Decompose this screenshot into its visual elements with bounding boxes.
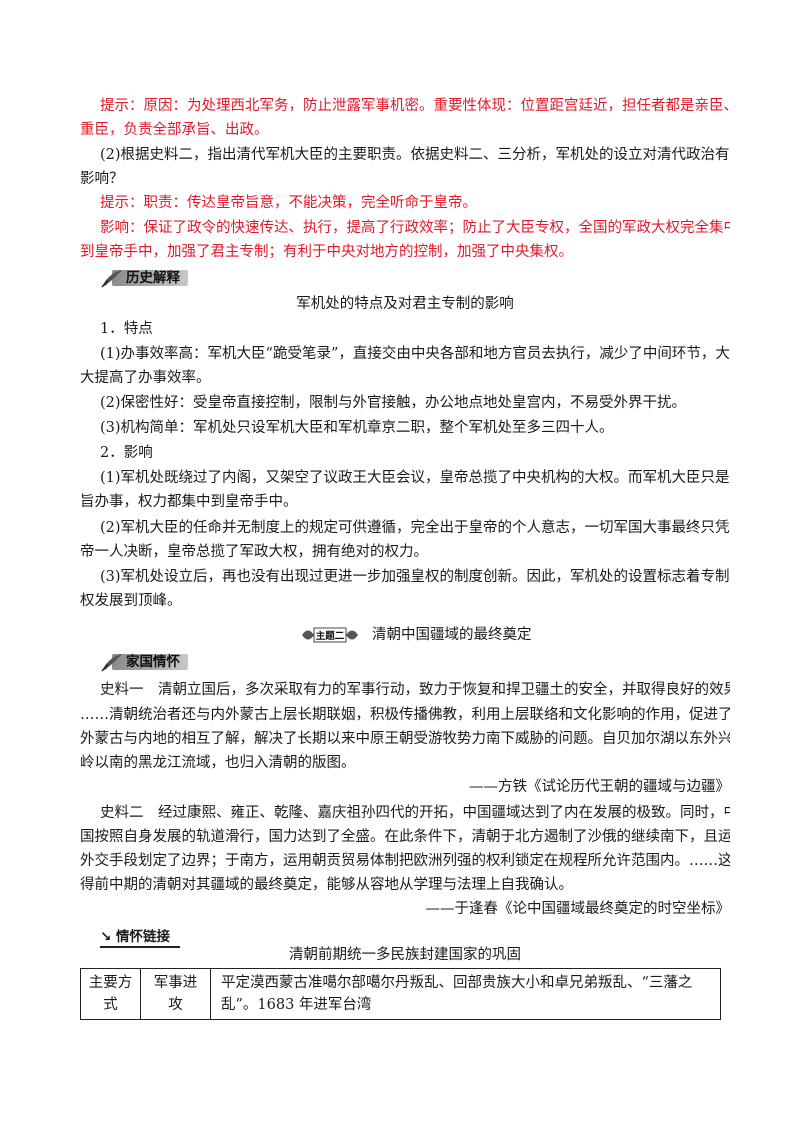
homeland-badge: 家国情怀 xyxy=(100,652,188,672)
history-para5-line1: (2)军机大臣的任命并无制度上的规定可供遵循，完全出于皇帝的个人意志，一切军国大… xyxy=(100,520,730,536)
source1-line3: 外蒙古与内地的相互了解，解决了长期以来中原王朝受游牧势力南下威胁的问题。自贝加尔… xyxy=(80,731,730,747)
table-cell-military: 军事进 攻 xyxy=(140,968,211,1020)
quill-icon xyxy=(101,270,122,288)
history-heading-1: 1．特点 xyxy=(100,321,153,337)
topic-two-icon: 主题二 xyxy=(302,627,358,643)
history-para6-line1: (3)军机处设立后，再也没有出现过更进一步加强皇权的制度创新。因此，军机处的设置… xyxy=(100,569,730,585)
topic-two-title: 清朝中国疆域的最终奠定 xyxy=(372,627,532,643)
table-cell-details: 平定漠西蒙古准噶尔部噶尔丹叛乱、回部贵族大小和卓兄弟叛乱、“三藩之 乱”。168… xyxy=(210,968,721,1020)
history-section-title: 军机处的特点及对君主专制的影响 xyxy=(296,296,514,312)
table-cell-method: 主要方 式 xyxy=(80,968,141,1020)
history-para2: (2)保密性好：受皇帝直接控制，限制与外官接触，办公地点地处皇宫内，不易受外界干… xyxy=(100,395,687,411)
cell-text: 平定漠西蒙古准噶尔部噶尔丹叛乱、回部贵族大小和卓兄弟叛乱、“三藩之 xyxy=(221,975,693,991)
cell-text: 乱”。1683 年进军台湾 xyxy=(221,997,372,1013)
homeland-badge-label: 家国情怀 xyxy=(126,654,180,670)
table-title: 清朝前期统一多民族封建国家的巩固 xyxy=(289,947,521,963)
badge-background xyxy=(112,270,188,286)
feeling-link-header: ↘ 情怀链接 xyxy=(100,925,180,948)
hint2-line3: 到皇帝手中，加强了君主专制；有利于中央对地方的控制，加强了中央集权。 xyxy=(80,244,573,260)
arrow-icon: ↘ xyxy=(100,929,112,945)
history-para6-line2: 权发展到顶峰。 xyxy=(80,593,182,609)
history-para1-line1: (1)办事效率高：军机大臣“跪受笔录”，直接交由中央各部和地方官员去执行，减少了… xyxy=(100,346,730,362)
question2-line1: (2)根据史料二，指出清代军机大臣的主要职责。依据史料二、三分析，军机处的设立对… xyxy=(100,147,730,163)
history-para5-line2: 帝一人决断，皇帝总揽了军政大权，拥有绝对的权力。 xyxy=(80,544,428,560)
history-badge-label: 历史解释 xyxy=(126,270,180,286)
source1-citation: ——方铁《试论历代王朝的疆域与边疆》 xyxy=(469,779,730,795)
table-row: 主要方 式 军事进 攻 平定漠西蒙古准噶尔部噶尔丹叛乱、回部贵族大小和卓兄弟叛乱… xyxy=(80,968,721,1020)
badge-background xyxy=(112,654,188,670)
history-para4-line2: 旨办事，权力都集中到皇帝手中。 xyxy=(80,494,298,510)
cell-text: 式 xyxy=(103,997,118,1013)
source2-citation: ——于逢春《论中国疆域最终奠定的时空坐标》 xyxy=(425,901,731,917)
history-para4-line1: (1)军机处既绕过了内阁，又架空了议政王大臣会议，皇帝总揽了中央机构的大权。而军… xyxy=(100,470,730,486)
source2-line1: 史料二 经过康熙、雍正、乾隆、嘉庆祖孙四代的开拓，中国疆域达到了内在发展的极致。… xyxy=(100,805,730,821)
history-heading-2: 2．影响 xyxy=(100,445,153,461)
quill-icon xyxy=(101,654,122,672)
source1-line1: 史料一 清朝立国后，多次采取有力的军事行动，致力于恢复和捍卫疆土的安全，并取得良… xyxy=(100,682,730,698)
hint1-line1: 提示：原因：为处理西北军务，防止泄露军事机密。重要性体现：位置距宫廷近，担任者都… xyxy=(100,98,730,114)
source1-line2: ……清朝统治者还与内外蒙古上层长期联姻，积极传播佛教，利用上层联络和文化影响的作… xyxy=(80,707,730,723)
hint2-line1: 提示：职责：传达皇帝旨意，不能决策，完全听命于皇帝。 xyxy=(100,195,477,211)
source2-line3: 外交手段划定了边界；于南方，运用朝贡贸易体制把欧洲列强的权利锁定在规程所允许范围… xyxy=(80,853,730,869)
hint2-line2: 影响：保证了政令的快速传达、执行，提高了行政效率；防止了大臣专权，全国的军政大权… xyxy=(100,220,730,236)
feeling-link-label: 情怀链接 xyxy=(116,929,171,945)
source2-line4: 得前中期的清朝对其疆域的最终奠定，能够从容地从学理与法理上自我确认。 xyxy=(80,877,573,893)
consolidation-table: 主要方 式 军事进 攻 平定漠西蒙古准噶尔部噶尔丹叛乱、回部贵族大小和卓兄弟叛乱… xyxy=(80,968,721,1020)
question2-line2: 影响？ xyxy=(80,171,124,187)
history-para1-line2: 大提高了办事效率。 xyxy=(80,370,211,386)
topic-icon-text: 主题二 xyxy=(316,630,345,642)
hint1-line2: 重臣，负责全部承旨、出政。 xyxy=(80,122,269,138)
source1-line4: 岭以南的黑龙江流域，也归入清朝的版图。 xyxy=(80,755,356,771)
history-para3: (3)机构简单：军机处只设军机大臣和军机章京二职，整个军机处至多三四十人。 xyxy=(100,420,614,436)
cell-text: 军事进 xyxy=(153,975,198,991)
history-badge: 历史解释 xyxy=(100,268,188,288)
cell-text: 攻 xyxy=(168,997,183,1013)
feeling-link-underline xyxy=(100,946,180,948)
source2-line2: 国按照自身发展的轨道滑行，国力达到了全盛。在此条件下，清朝于北方遏制了沙俄的继续… xyxy=(80,829,730,845)
cell-text: 主要方 xyxy=(88,975,133,991)
